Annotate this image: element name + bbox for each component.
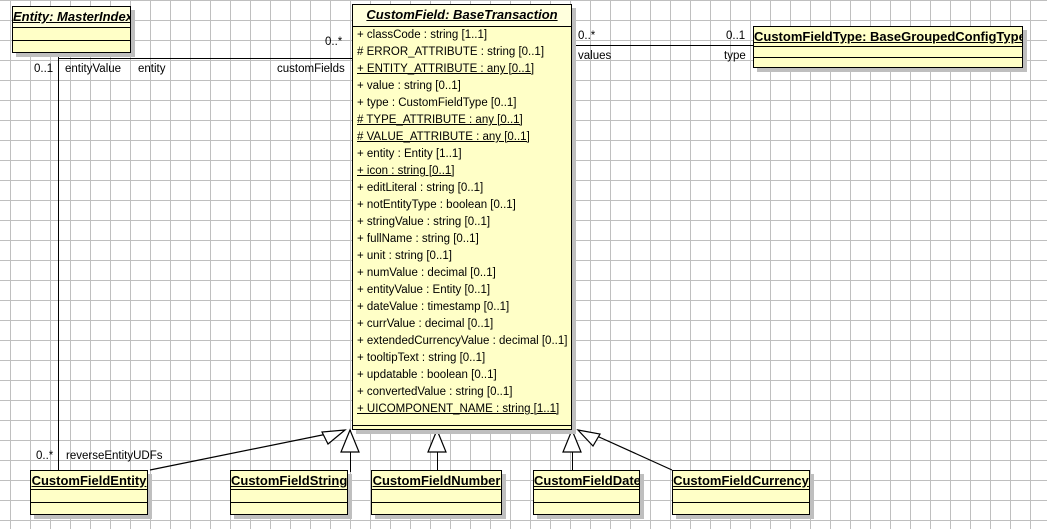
class-attribute-row: + updatable : boolean [0..1] <box>357 369 497 381</box>
gen-stem-date <box>572 430 573 472</box>
class-attribute-row: + tooltipText : string [0..1] <box>357 352 486 364</box>
class-attributes-compartment-customfieldtype <box>754 47 1022 58</box>
gen-stem-number <box>437 430 438 472</box>
label-entityvalue-role: entityValue <box>65 63 122 75</box>
class-attribute-row: # ERROR_ATTRIBUTE : string [0..1] <box>357 46 545 58</box>
class-operations-compartment-cfstring <box>231 503 347 514</box>
class-attributes-compartment-cfdate <box>534 490 639 503</box>
class-title-entity-masterindex: Entity: MasterIndex <box>13 7 130 28</box>
class-customfieldstring[interactable]: CustomFieldString <box>230 470 348 515</box>
label-reverseentityudfs-multiplicity: 0..* <box>36 450 54 462</box>
class-operations-compartment-customfield <box>353 426 571 429</box>
class-attribute-row: + classCode : string [1..1] <box>357 29 488 41</box>
class-attribute-row: + type : CustomFieldType [0..1] <box>357 97 517 109</box>
class-title-customfielddate: CustomFieldDate <box>534 471 639 490</box>
class-attribute-row: + icon : string [0..1] <box>357 165 455 177</box>
label-customfields-role: customFields <box>277 63 345 75</box>
class-attribute-row: + unit : string [0..1] <box>357 250 452 262</box>
class-attribute-row: + stringValue : string [0..1] <box>357 216 491 228</box>
class-attributes-compartment-cfnumber <box>372 490 501 503</box>
class-attribute-row: + UICOMPONENT_NAME : string [1..1] <box>357 403 560 415</box>
class-customfieldnumber[interactable]: CustomFieldNumber <box>371 470 502 515</box>
class-attribute-row: + entityValue : Entity [0..1] <box>357 284 491 296</box>
class-attribute-row: + value : string [0..1] <box>357 80 461 92</box>
class-attribute-row: # TYPE_ATTRIBUTE : any [0..1] <box>357 114 523 126</box>
class-attributes-compartment-cfentity <box>31 490 147 503</box>
class-attribute-row: + dateValue : timestamp [0..1] <box>357 301 510 313</box>
class-attribute-row: + entity : Entity [1..1] <box>357 148 462 160</box>
label-type-role: type <box>724 50 746 62</box>
generalization-line-entity <box>149 431 338 471</box>
label-type-multiplicity: 0..1 <box>726 30 746 42</box>
class-entity-masterindex[interactable]: Entity: MasterIndex <box>12 6 131 53</box>
class-customfieldtype[interactable]: CustomFieldType: BaseGroupedConfigType <box>753 26 1023 68</box>
assoc-entity-customfieldentity-vertical <box>58 51 59 471</box>
class-customfielddate[interactable]: CustomFieldDate <box>533 470 640 515</box>
class-title-customfieldstring: CustomFieldString <box>231 471 347 490</box>
class-title-customfieldentity: CustomFieldEntity <box>31 471 147 490</box>
class-attribute-row: + editLiteral : string [0..1] <box>357 182 484 194</box>
label-values-multiplicity: 0..* <box>578 30 596 42</box>
class-operations-compartment-cfnumber <box>372 503 501 514</box>
class-operations-compartment-cfcurrency <box>673 503 809 514</box>
class-operations-compartment-cfdate <box>534 503 639 514</box>
class-customfieldentity[interactable]: CustomFieldEntity <box>30 470 148 515</box>
label-entityvalue-multiplicity: 0..1 <box>34 63 54 75</box>
label-values-role: values <box>578 50 612 62</box>
label-entity-role: entity <box>138 63 166 75</box>
gen-stem-string <box>350 430 351 472</box>
class-attribute-row: + fullName : string [0..1] <box>357 233 479 245</box>
class-title-customfieldnumber: CustomFieldNumber <box>372 471 501 490</box>
class-operations-compartment-cfentity <box>31 503 147 514</box>
generalization-line-currency <box>587 431 673 471</box>
class-attributes-compartment-cfcurrency <box>673 490 809 503</box>
assoc-customfield-type-horizontal <box>572 45 758 46</box>
label-customfields-multiplicity: 0..* <box>325 36 343 48</box>
class-operations-compartment-customfieldtype <box>754 58 1022 67</box>
class-title-customfield: CustomField: BaseTransaction <box>353 5 571 27</box>
label-reverseentityudfs-role: reverseEntityUDFs <box>66 450 163 462</box>
class-attributes-compartment-cfstring <box>231 490 347 503</box>
class-attribute-row: # VALUE_ATTRIBUTE : any [0..1] <box>357 131 530 143</box>
class-attribute-row: + convertedValue : string [0..1] <box>357 386 513 398</box>
class-attribute-row: + notEntityType : boolean [0..1] <box>357 199 516 211</box>
class-title-customfieldtype: CustomFieldType: BaseGroupedConfigType <box>754 27 1022 47</box>
assoc-entity-customfield-horizontal <box>58 58 353 59</box>
class-attribute-row: + currValue : decimal [0..1] <box>357 318 494 330</box>
class-attribute-row: + ENTITY_ATTRIBUTE : any [0..1] <box>357 63 535 75</box>
class-attributes-compartment-entity <box>13 28 130 41</box>
generalization-arrowhead-entity <box>321 429 347 445</box>
class-attribute-row: + extendedCurrencyValue : decimal [0..1] <box>357 335 568 347</box>
class-attributes-compartment-customfield: + classCode : string [1..1] # ERROR_ATTRI… <box>353 27 571 426</box>
generalization-arrowhead-currency <box>576 429 601 447</box>
class-customfieldcurrency[interactable]: CustomFieldCurrency <box>672 470 810 515</box>
class-operations-compartment-entity <box>13 41 130 52</box>
class-customfield-basetransaction[interactable]: CustomField: BaseTransaction + classCode… <box>352 4 572 430</box>
class-attribute-row: + numValue : decimal [0..1] <box>357 267 496 279</box>
class-title-customfieldcurrency: CustomFieldCurrency <box>673 471 809 490</box>
